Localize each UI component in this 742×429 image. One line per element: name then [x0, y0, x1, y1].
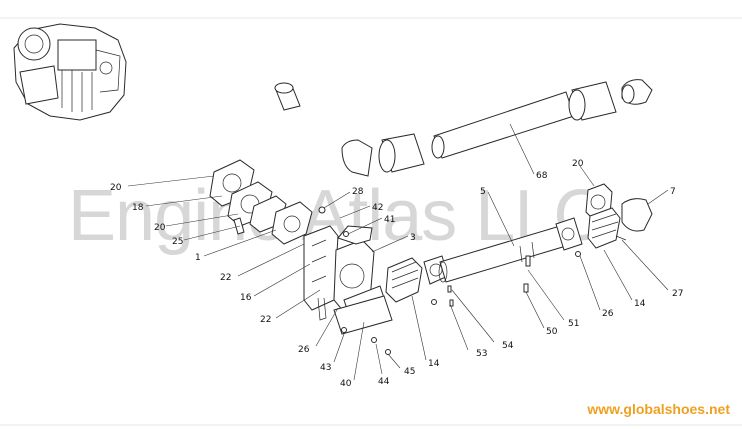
callout-43: 43: [320, 363, 331, 373]
callout-3: 3: [410, 233, 416, 243]
callout-20: 20: [110, 183, 122, 193]
callout-5: 5: [480, 187, 486, 197]
callout-44: 44: [378, 377, 390, 387]
exhaust-pipe-assembly: [274, 79, 653, 177]
callout-53: 53: [476, 349, 487, 359]
callout-labels: 20 18 20 25 1 28 42 41 3 22 16 22 26 43 …: [110, 159, 683, 389]
callout-16: 16: [240, 293, 252, 303]
flex-joint-left: [385, 255, 449, 303]
left-flange-stack: [209, 159, 313, 245]
callout-41: 41: [384, 215, 395, 225]
site-url-label: www.globalshoes.net: [587, 401, 730, 417]
callout-7: 7: [670, 187, 676, 197]
callout-40: 40: [340, 379, 352, 389]
callout-14b: 14: [634, 299, 646, 309]
callout-20c: 20: [572, 159, 584, 169]
right-assembly: [585, 183, 653, 249]
fasteners: [341, 231, 581, 355]
callout-50: 50: [546, 327, 558, 337]
callout-26: 26: [298, 345, 310, 355]
callout-45: 45: [404, 367, 415, 377]
callout-20b: 20: [154, 223, 166, 233]
callout-54: 54: [502, 341, 514, 351]
bracket-assembly: [303, 206, 393, 335]
callout-42: 42: [372, 203, 383, 213]
callout-26b: 26: [602, 309, 614, 319]
callout-22: 22: [220, 273, 231, 283]
callout-28: 28: [352, 187, 364, 197]
callout-27: 27: [672, 289, 683, 299]
callout-14: 14: [428, 359, 440, 369]
main-pipe: [438, 217, 583, 283]
callout-51: 51: [568, 319, 579, 329]
engine-thumbnail: [13, 23, 127, 121]
callout-68: 68: [536, 171, 548, 181]
callout-1: 1: [195, 253, 201, 263]
callout-22b: 22: [260, 315, 271, 325]
callout-18: 18: [132, 203, 144, 213]
leader-lines: [127, 123, 669, 381]
callout-25: 25: [172, 237, 183, 247]
